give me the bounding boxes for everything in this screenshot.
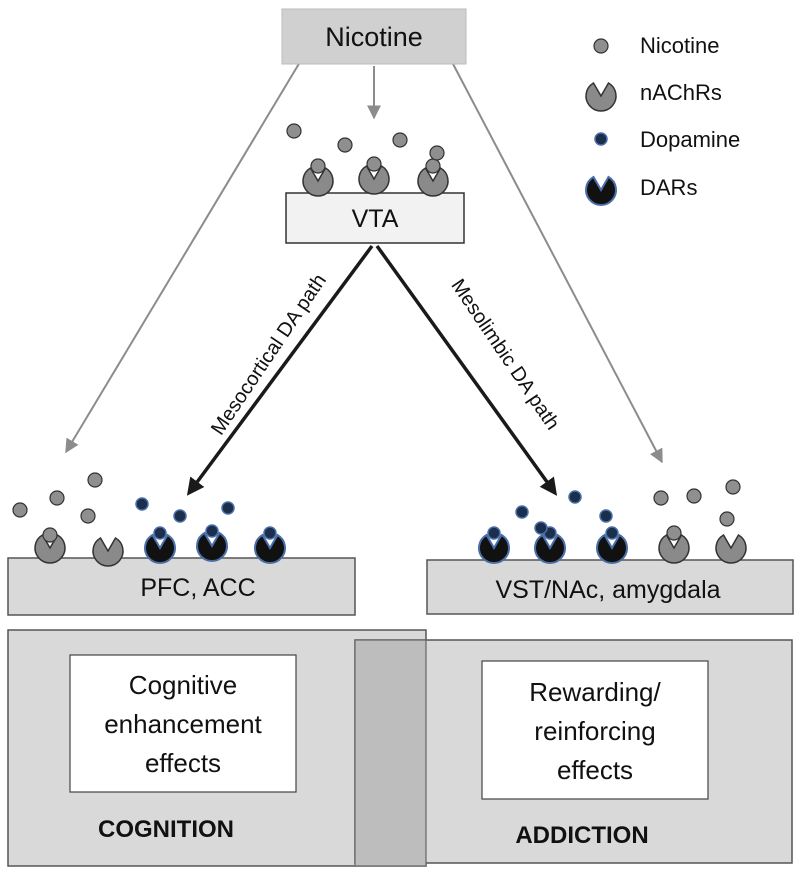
rewarding-effects-line-3: effects: [557, 755, 633, 785]
pfc-free-nicotine: [49, 490, 65, 506]
rewarding-effects-box: [481, 660, 709, 800]
vta-nachr-receptor: [302, 166, 334, 197]
vta-free-nicotine: [392, 132, 408, 148]
vst-free-dopamine: [568, 490, 582, 504]
vst-nachr-receptor: [715, 533, 747, 564]
pfc-free-nicotine: [87, 472, 103, 488]
vta-free-nicotine: [286, 123, 302, 139]
addiction-label: ADDICTION: [515, 822, 648, 849]
pfc-free-dopamine: [135, 497, 149, 511]
pfc-dar-receptor: [196, 531, 228, 562]
vta-nachr-receptor: [358, 164, 390, 195]
legend-label-dars: DARs: [640, 175, 697, 200]
pfc-bound-dopamine: [263, 526, 277, 540]
dar-receptor-icon-shape: [585, 175, 617, 206]
nachr-receptor-icon: [585, 81, 617, 112]
pfc-free-nicotine: [80, 508, 96, 524]
vst-dar-receptor: [534, 533, 566, 564]
legend-label-nachrs: nAChRs: [640, 80, 722, 105]
cognitive-effects-line-1: Cognitive: [129, 670, 237, 700]
vst-dar-receptor: [478, 533, 510, 564]
cognition-label: COGNITION: [98, 816, 234, 843]
vst-dar-receptor: [596, 533, 628, 564]
pfc-dar-receptor: [254, 533, 286, 564]
vst-free-nicotine: [686, 488, 702, 504]
vst-free-dopamine: [599, 509, 613, 523]
vst-bound-dopamine: [487, 526, 501, 540]
nicotine-dot-icon: [593, 38, 609, 54]
panel-overlap-region: [354, 639, 427, 867]
rewarding-effects-line-1: Rewarding/: [529, 677, 661, 707]
cognitive-effects-line-3: effects: [145, 748, 221, 778]
pfc-acc-label: PFC, ACC: [140, 574, 255, 602]
cognitive-effects-box: [69, 654, 297, 793]
vst-nac-amygdala-box: [426, 559, 794, 615]
nachr-receptor-icon-shape: [585, 81, 617, 112]
pfc-acc-box: [7, 557, 356, 616]
vst-free-dopamine: [534, 521, 548, 535]
vta-bound-nicotine: [310, 158, 326, 174]
legend-label-nicotine: Nicotine: [640, 33, 719, 58]
nicotine-to-pfc-arrow: [65, 61, 301, 454]
molecule-layer: [12, 123, 747, 567]
vst-free-nicotine: [653, 490, 669, 506]
pfc-bound-dopamine: [153, 526, 167, 540]
vst-nachr-receptor: [658, 533, 690, 564]
pfc-dar-receptor: [144, 533, 176, 564]
vta-free-nicotine: [429, 145, 445, 161]
vta-free-nicotine: [337, 137, 353, 153]
mesocortical-path-arrow: [186, 244, 374, 496]
vst-free-dopamine: [515, 505, 529, 519]
legend: Nicotine nAChRs Dopamine DARs: [585, 33, 740, 206]
nicotine-source-box: [281, 8, 467, 65]
vta-box: [285, 192, 465, 244]
dar-receptor-icon: [585, 175, 617, 206]
vta-label: VTA: [352, 205, 399, 233]
vst-nac-amygdala-label: VST/NAc, amygdala: [495, 576, 720, 604]
pfc-free-nicotine: [12, 502, 28, 518]
dopamine-dot-icon: [594, 132, 608, 146]
vta-nachr-receptor: [417, 166, 449, 197]
mesocortical-path-label: Mesocortical DA path: [207, 270, 331, 439]
pfc-nachr-receptor: [92, 536, 124, 567]
vta-bound-nicotine: [425, 158, 441, 174]
mesolimbic-path-arrow: [375, 244, 558, 496]
pfc-bound-nicotine: [42, 527, 58, 543]
cognitive-effects-line-2: enhancement: [104, 709, 262, 739]
vst-bound-dopamine: [605, 526, 619, 540]
nicotine-to-vst-arrow: [451, 61, 663, 464]
vst-free-nicotine: [725, 479, 741, 495]
mesolimbic-path-label: Mesolimbic DA path: [446, 275, 563, 434]
pfc-free-dopamine: [173, 509, 187, 523]
pfc-free-dopamine: [221, 501, 235, 515]
legend-label-dopamine: Dopamine: [640, 127, 740, 152]
vst-free-nicotine: [719, 511, 735, 527]
pfc-nachr-receptor: [34, 533, 66, 564]
pfc-bound-dopamine: [205, 524, 219, 538]
vta-bound-nicotine: [366, 156, 382, 172]
vst-bound-nicotine: [666, 525, 682, 541]
nicotine-source-label: Nicotine: [325, 22, 423, 52]
rewarding-effects-line-2: reinforcing: [534, 716, 655, 746]
